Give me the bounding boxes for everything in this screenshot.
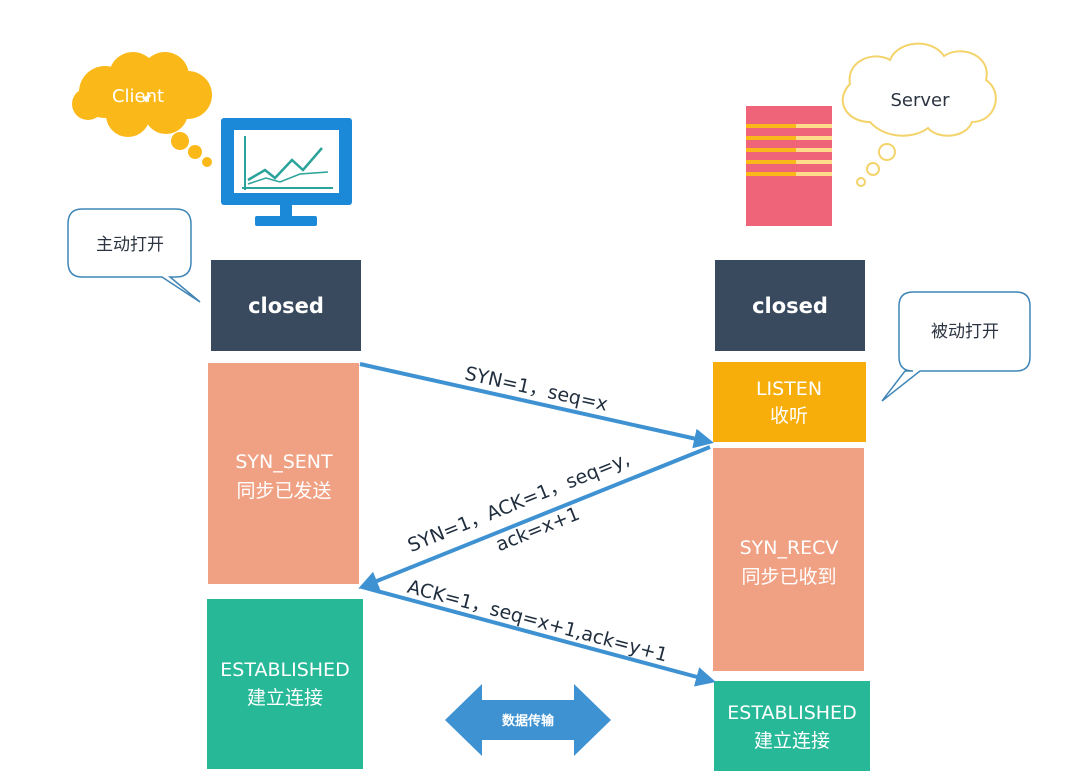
server-established-en: ESTABLISHED: [727, 702, 856, 724]
server-syn-recv-cn: 同步已收到: [741, 566, 836, 588]
client-established-cn: 建立连接: [247, 687, 323, 709]
client-speech-bubble: 主动打开: [67, 208, 201, 303]
server-listen-en: LISTEN: [756, 378, 822, 400]
client-state-closed: closed: [211, 260, 361, 351]
server-state-established: ESTABLISHED 建立连接: [714, 681, 870, 771]
server-state-listen: LISTEN 收听: [713, 362, 866, 442]
server-bubble-label: 被动打开: [931, 322, 999, 342]
ack-message-label: ACK=1，seq=x+1,ack=y+1: [405, 576, 670, 667]
client-established-en: ESTABLISHED: [220, 659, 349, 681]
client-cloud-label: Client: [112, 86, 164, 107]
server-icon: [746, 106, 832, 226]
client-state-established: ESTABLISHED 建立连接: [207, 599, 363, 769]
client-bubble-label: 主动打开: [96, 235, 164, 255]
monitor-icon: [221, 118, 352, 226]
ack-arrow: ACK=1，seq=x+1,ack=y+1: [361, 576, 716, 687]
syn-message-label: SYN=1，seq=x: [463, 363, 610, 416]
client-closed-label: closed: [248, 294, 324, 318]
syn-arrow: SYN=1，seq=x: [359, 362, 714, 449]
data-transfer-label: 数据传输: [502, 713, 555, 729]
client-syn-sent-cn: 同步已发送: [236, 480, 331, 502]
server-speech-bubble: 被动打开: [881, 291, 1031, 402]
data-transfer-arrow: 数据传输: [445, 684, 611, 756]
server-cloud: Server: [841, 42, 997, 187]
server-established-cn: 建立连接: [754, 730, 830, 752]
server-syn-recv-en: SYN_RECV: [740, 537, 839, 559]
server-state-closed: closed: [715, 260, 865, 351]
syn-ack-arrow: SYN=1，ACK=1，seq=y, ack=x+1: [358, 445, 711, 591]
server-listen-cn: 收听: [770, 405, 808, 427]
client-state-syn-sent: SYN_SENT 同步已发送: [208, 363, 359, 584]
client-syn-sent-en: SYN_SENT: [235, 451, 333, 473]
server-closed-label: closed: [752, 294, 828, 318]
server-cloud-label: Server: [890, 90, 950, 111]
client-cloud: Client: [72, 52, 212, 167]
server-state-syn-recv: SYN_RECV 同步已收到: [713, 448, 864, 671]
